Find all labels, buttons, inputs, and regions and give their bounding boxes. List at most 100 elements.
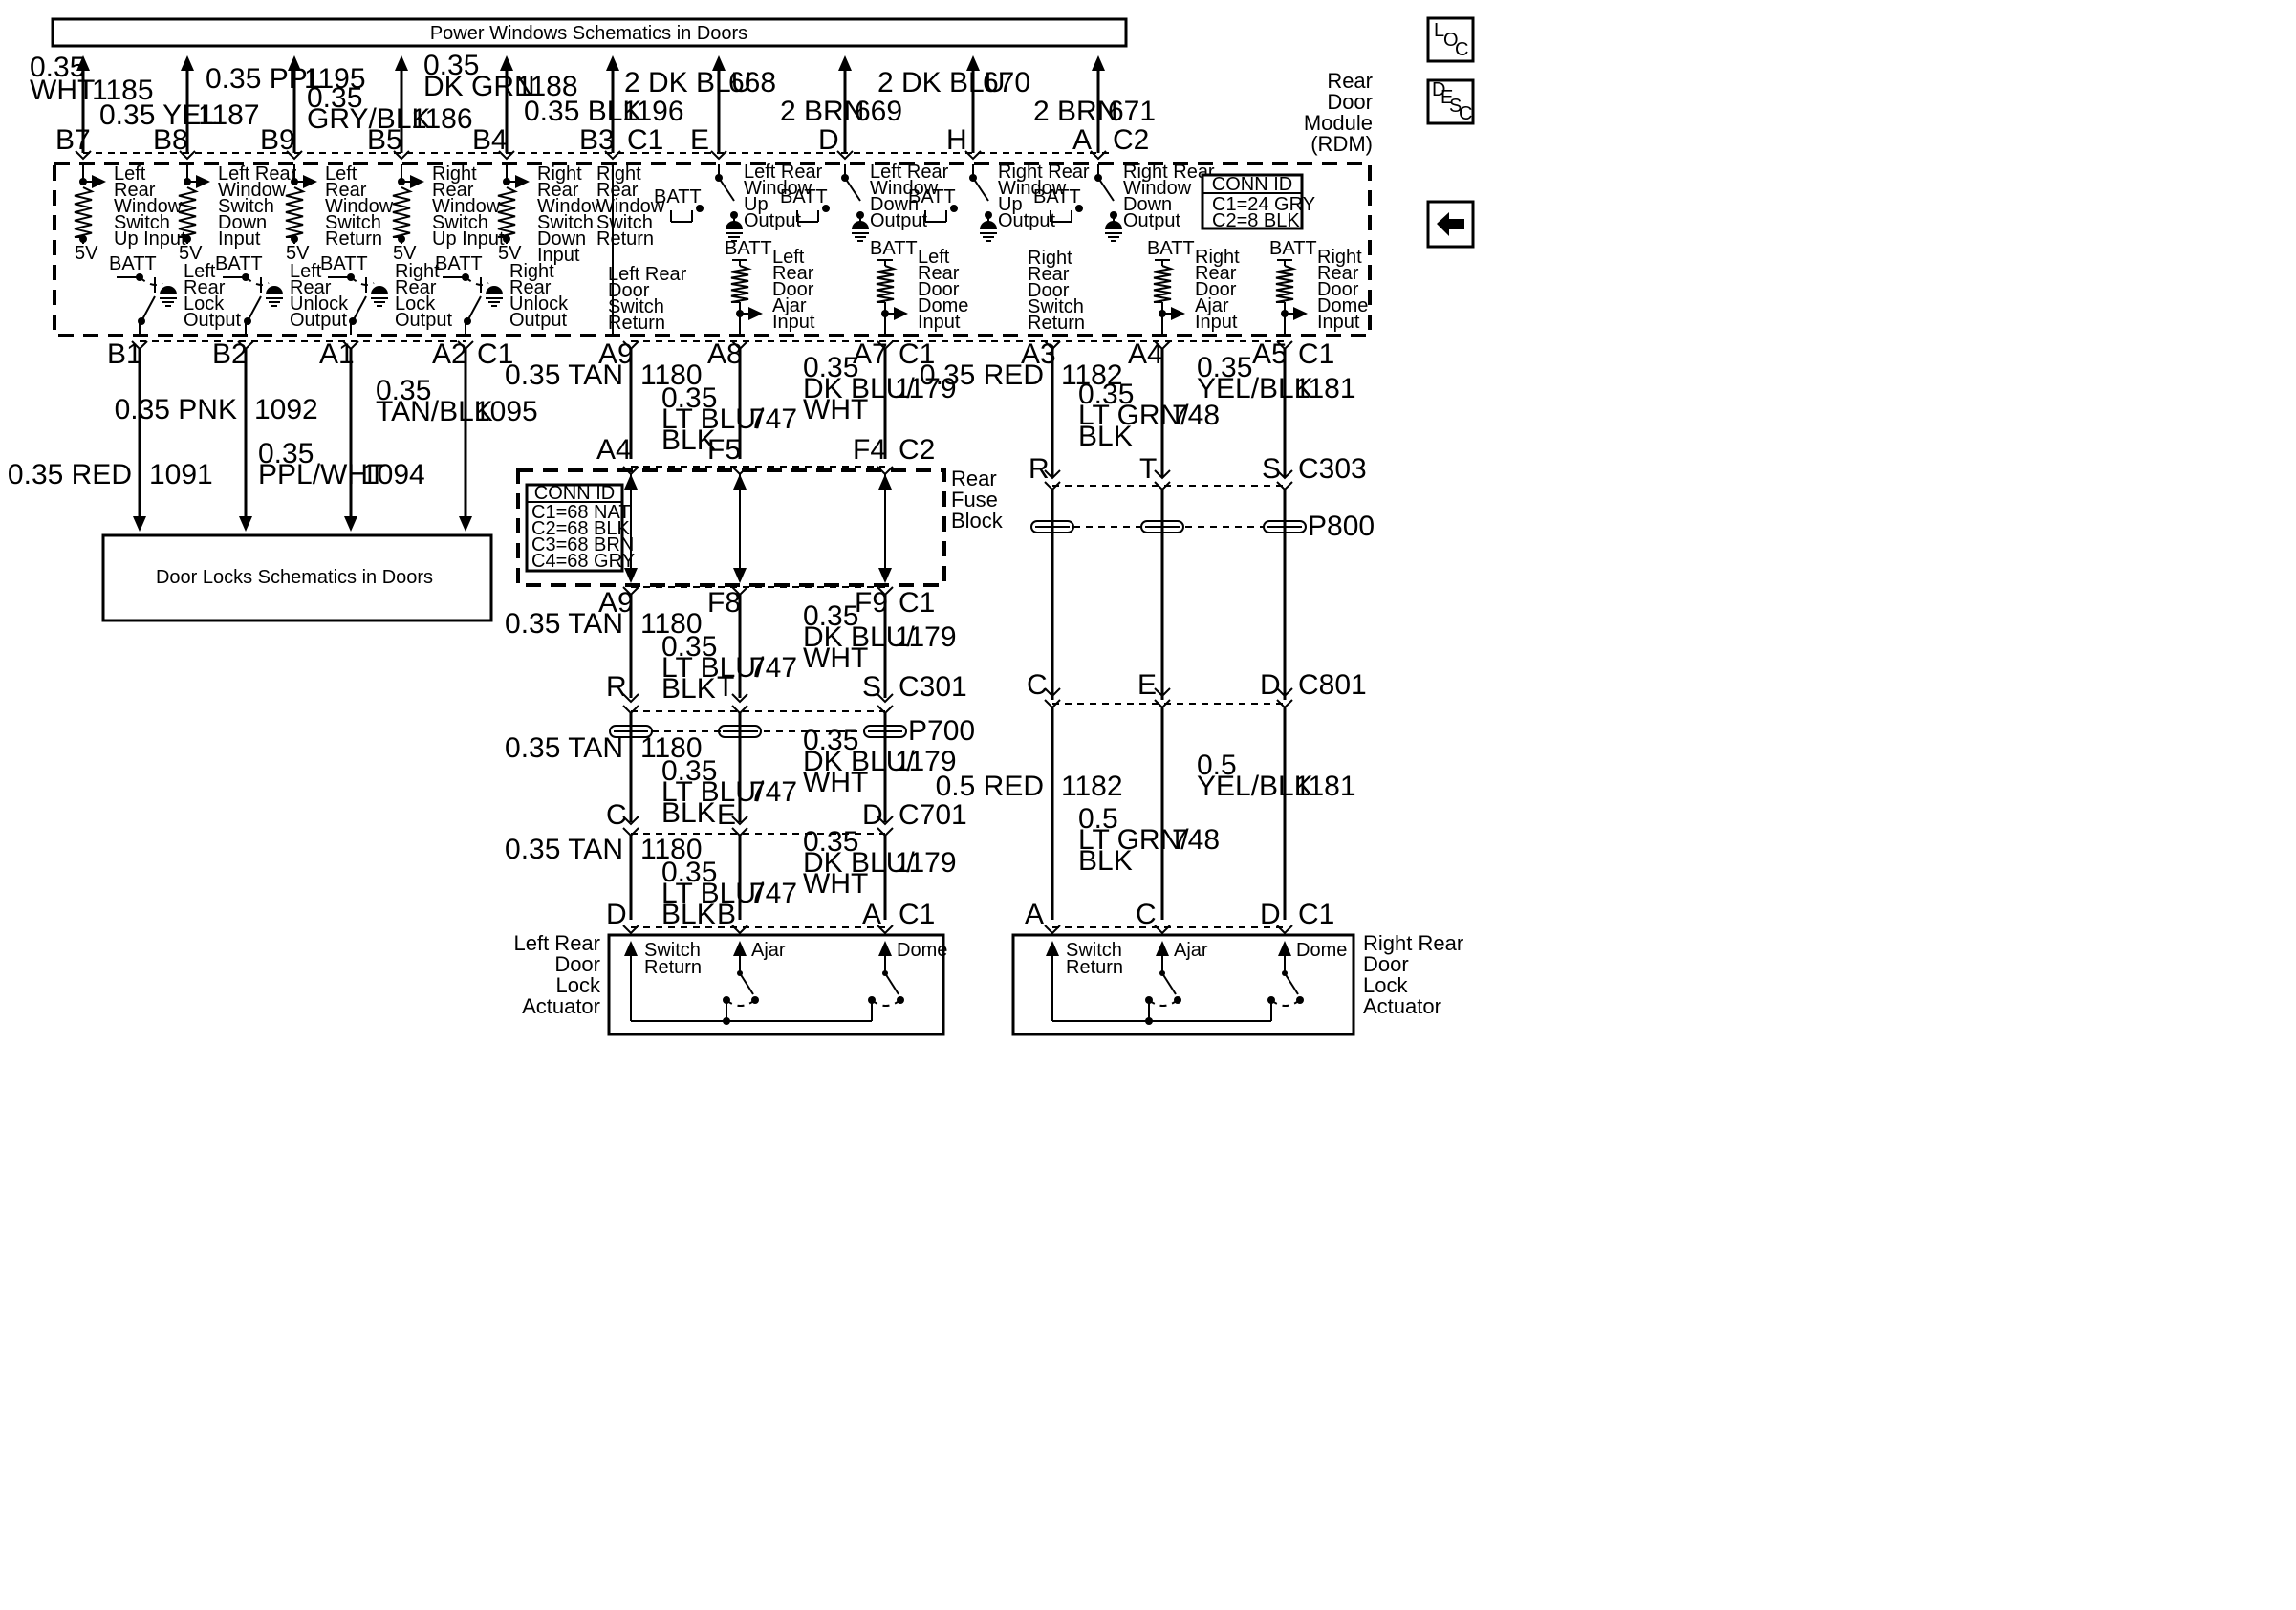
batt-label: BATT <box>109 253 157 274</box>
wire-color-label: TAN/BLK <box>376 396 493 427</box>
arrow-down-icon <box>624 568 638 583</box>
connector-chevron-icon <box>1276 469 1293 480</box>
connector-chevron-icon <box>1044 687 1061 698</box>
wire-size-label: 0.35 <box>1078 379 1134 410</box>
output-label: Right Rear <box>998 162 1090 183</box>
actuator-title: Actuator <box>522 994 600 1018</box>
wire-color-label: BLK <box>661 673 716 705</box>
wire-size-label: 0.35 <box>376 375 431 406</box>
wire-circuit-label: 747 <box>749 652 797 684</box>
door-switch-icon <box>1284 972 1299 995</box>
door-input-label: Switch <box>1028 296 1084 317</box>
door-input-label: Door <box>1195 279 1237 300</box>
output-label: Window <box>744 178 812 199</box>
rdm-pin-label: A9 <box>598 338 634 370</box>
door-input-label: Input <box>772 312 815 333</box>
wire-circuit-label: 748 <box>1172 400 1220 431</box>
input-label: Switch <box>537 212 594 233</box>
junction-dot <box>950 205 958 212</box>
fuse-pin-label: A4 <box>596 434 632 466</box>
wire-color-label: 2 DK BLU <box>624 67 751 98</box>
actuator-switch-return-label: Switch <box>1066 940 1122 961</box>
wire-size-label: 0.35 <box>1197 352 1252 383</box>
arrow-up-icon <box>181 55 194 71</box>
desc-button[interactable] <box>1426 78 1475 125</box>
door-input-label: Door <box>608 280 650 301</box>
connector-chevron-icon <box>836 150 854 161</box>
relay-switch-icon <box>141 295 156 322</box>
fuse-connector-label: C2 <box>899 434 935 466</box>
batt-label: BATT <box>654 186 702 207</box>
desc-icon: S <box>1449 96 1462 117</box>
rdm-module-box <box>53 162 1372 337</box>
wire-color-label: YEL/BLK <box>1197 373 1313 404</box>
fuse-block-title: Block <box>951 509 1004 533</box>
lock-output-label: Left <box>184 261 216 282</box>
connector-id-label: C301 <box>899 671 967 703</box>
wire-color-label: 0.35 RED <box>920 359 1044 391</box>
junction-dot <box>822 205 830 212</box>
actuator-switch-return-label: Return <box>644 957 702 978</box>
wire-circuit-label: 1094 <box>361 459 425 490</box>
arrow-up-icon <box>288 55 301 71</box>
conn-id-entry: C2=8 BLK <box>1212 210 1300 231</box>
relay-coil-link <box>245 276 270 286</box>
input-label: Input <box>537 245 580 266</box>
door-switch-link <box>1148 999 1179 1007</box>
batt-label: BATT <box>1033 186 1081 207</box>
arrow-up-icon <box>500 55 513 71</box>
wire-color-label: 0.35 TAN <box>505 608 623 640</box>
junction-dot <box>291 178 298 185</box>
wire-size-label: 0.35 <box>803 826 858 858</box>
connector-chevron-icon <box>731 693 748 704</box>
arrow-right-icon <box>410 175 424 188</box>
wire-color-label: 0.35 TAN <box>505 359 623 391</box>
door-input-label: Door <box>1317 279 1359 300</box>
actuator-pin-label: D <box>606 899 627 930</box>
arrow-down-icon <box>133 516 146 532</box>
wire-color-label: 0.35 TAN <box>505 732 623 764</box>
input-label: Rear <box>537 180 579 201</box>
connector-chevron-icon <box>731 816 748 826</box>
wire-circuit-label: 1188 <box>516 71 578 102</box>
batt-label: BATT <box>435 253 483 274</box>
conn-id-entry: C4=68 GRY <box>531 551 635 572</box>
conn-pin-label: E <box>1137 669 1157 701</box>
arrow-right-icon <box>894 307 908 320</box>
wire-color-label: 0.35 PPL <box>206 63 323 95</box>
wire-color-label: WHT <box>803 767 868 798</box>
arrow-down-icon <box>344 516 357 532</box>
connector-chevron-icon <box>1276 687 1293 698</box>
rdm-pin-label: A5 <box>1252 338 1288 370</box>
fuse-connector-label: C1 <box>899 587 935 619</box>
wire-size-label: 0.35 <box>423 50 479 81</box>
connector-chevron-icon <box>393 150 410 161</box>
loc-button[interactable] <box>1426 16 1475 63</box>
supply-5v-label: 5V <box>75 243 98 264</box>
door-input-label: Return <box>1028 313 1085 334</box>
relay-coil-link <box>350 276 375 286</box>
arrow-up-icon <box>712 55 726 71</box>
arrow-right-icon <box>515 175 530 188</box>
wire-circuit-label: 747 <box>749 776 797 808</box>
output-label: Up <box>998 194 1023 215</box>
arrow-down-icon <box>239 516 252 532</box>
wire-color-label: BLK <box>1078 845 1133 877</box>
input-label: Left <box>325 163 357 185</box>
input-label: Right <box>596 163 641 185</box>
resistor-icon <box>1275 265 1297 303</box>
splice-label: P800 <box>1308 511 1375 542</box>
wire-color-label: 2 BRN <box>1033 96 1117 127</box>
input-label: Switch <box>432 212 488 233</box>
lock-output-label: Right <box>509 261 554 282</box>
door-input-label: Right <box>1195 247 1240 268</box>
ground-icon <box>980 221 997 229</box>
wire-color-label: LT BLU/ <box>661 652 765 684</box>
arrow-up-icon <box>838 55 852 71</box>
door-input-label: Input <box>1195 312 1238 333</box>
wire-size-label: 0.35 <box>258 438 314 469</box>
output-label: Up <box>744 194 769 215</box>
conn-pin-label: T <box>1139 453 1157 485</box>
conn-pin-label: S <box>1262 453 1281 485</box>
